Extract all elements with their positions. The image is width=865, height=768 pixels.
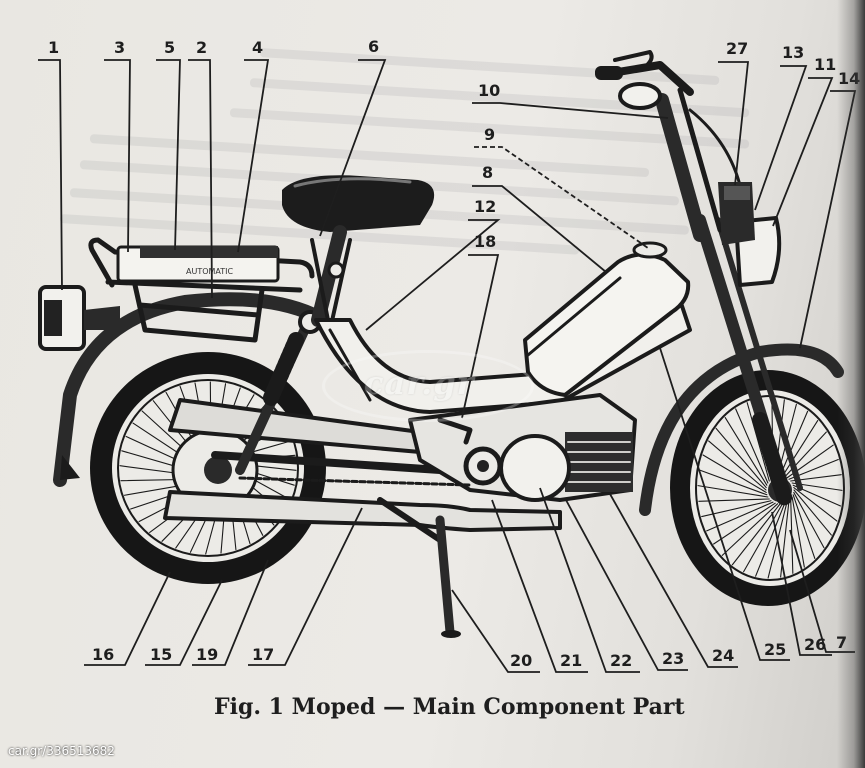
front-wheel-spoke	[713, 502, 776, 545]
figure-caption: Fig. 1 Moped — Main Component Part	[214, 694, 685, 720]
callout-15: 15	[150, 645, 172, 664]
front-wheel-spoke	[755, 502, 786, 577]
front-wheel-spoke	[779, 410, 809, 477]
front-wheel-spoke	[793, 487, 838, 522]
seat	[282, 175, 435, 332]
callout-20: 20	[510, 651, 532, 670]
exhaust	[163, 490, 562, 532]
callout-2: 2	[196, 38, 207, 57]
callout-24: 24	[712, 646, 734, 665]
callout-16: 16	[92, 645, 114, 664]
front-wheel-spoke	[792, 494, 816, 559]
front-wheel-spoke	[702, 454, 767, 493]
front-wheel-spoke	[793, 491, 825, 549]
watermark-ring	[322, 350, 534, 422]
rear-mudguard	[53, 292, 327, 487]
front-fork	[694, 214, 803, 508]
callout-11: 11	[814, 55, 836, 74]
front-wheel-spoke	[698, 498, 770, 502]
callout-9: 9	[484, 125, 495, 144]
watermark-logo: car.gr	[322, 350, 534, 422]
headlight	[718, 182, 782, 287]
front-wheel-spoke	[724, 417, 768, 486]
callout-12: 12	[474, 197, 496, 216]
front-wheel-spoke	[735, 408, 769, 484]
front-wheel	[670, 370, 865, 606]
engine	[408, 393, 637, 502]
luggage-rack	[88, 237, 315, 343]
page-fold-shadow	[837, 0, 865, 768]
front-wheel-spoke	[697, 485, 769, 498]
callout-27: 27	[726, 39, 748, 58]
rear-wheel	[90, 352, 326, 584]
callout-26: 26	[804, 635, 826, 654]
chain	[238, 476, 472, 487]
callout-3: 3	[114, 38, 125, 57]
front-wheel-spoke	[781, 420, 819, 477]
front-wheel-spoke	[793, 489, 832, 536]
front-wheel-spoke	[698, 469, 768, 496]
callout-17: 17	[252, 645, 274, 664]
callout-18: 18	[474, 232, 496, 251]
callout-22: 22	[610, 651, 632, 670]
callout-6: 6	[368, 37, 379, 56]
callout-19: 19	[196, 645, 218, 664]
callout-25: 25	[764, 640, 786, 659]
callout-8: 8	[482, 163, 493, 182]
callout-13: 13	[782, 43, 804, 62]
callout-21: 21	[560, 651, 582, 670]
rack-marking: AUTOMATIC	[186, 267, 234, 276]
callout-1: 1	[48, 38, 59, 57]
front-wheel-spoke	[708, 440, 767, 491]
pedal-crank	[377, 497, 443, 543]
moped-illustration: AUTOMATIC	[38, 50, 865, 638]
callout-10: 10	[478, 81, 500, 100]
front-wheel-spoke	[746, 402, 770, 482]
watermark-text: car.gr	[364, 364, 475, 402]
kick-stand	[435, 515, 455, 637]
front-wheel-spoke	[743, 503, 783, 573]
front-wheel-spoke	[721, 503, 779, 556]
callout-labels: 1 3 5 2 4 6 10 9 8 12 18 27 13 11 14 16 …	[48, 37, 860, 670]
rear-shock	[235, 310, 322, 475]
callout-4: 4	[252, 38, 263, 57]
photo-credit: car.gr/336513682	[8, 744, 115, 758]
front-wheel-spoke	[715, 427, 767, 489]
callout-5: 5	[164, 38, 175, 57]
front-wheel-spoke	[791, 496, 805, 568]
callout-23: 23	[662, 649, 684, 668]
fuel-tank	[523, 241, 691, 397]
